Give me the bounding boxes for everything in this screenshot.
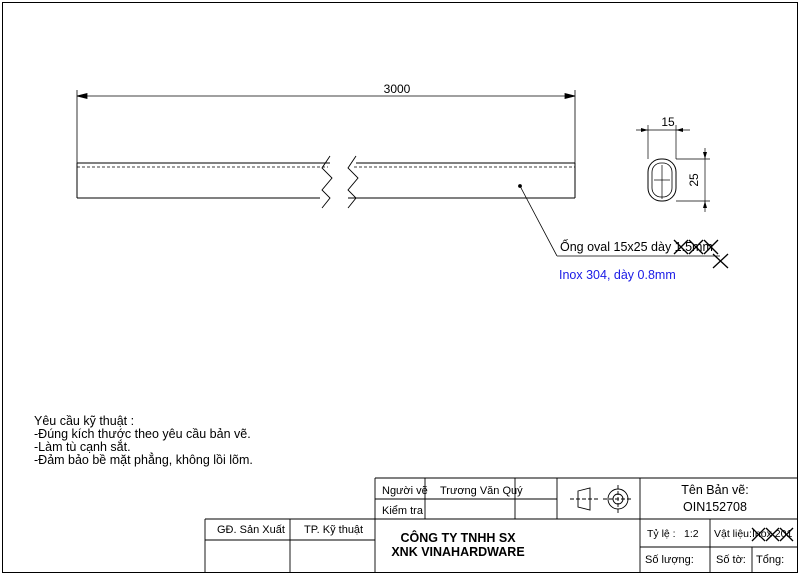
title-block-grid [204, 477, 797, 572]
company-name-line1: CÔNG TY TNHH SX [400, 530, 516, 545]
length-dimension [76, 90, 576, 163]
callout-text-spec: Ống oval 15x25 dày 1.5mm [560, 239, 713, 254]
length-dim-label: 3000 [384, 82, 411, 96]
gd-label: GĐ. Sản Xuất [217, 524, 285, 536]
drawn-by-name: Trương Văn Quý [440, 485, 523, 497]
oval-section-view [636, 125, 710, 212]
requirement-item: -Đúng kích thước theo yêu cầu bản vẽ. [34, 427, 251, 441]
material-strike-mark [751, 527, 794, 542]
sheet-label: Số tờ: [716, 554, 746, 566]
requirement-item: -Đảm bảo bề mặt phẳng, không lồi lõm. [34, 452, 253, 467]
tp-label: TP. Kỹ thuật [304, 524, 363, 536]
height-dim-label: 25 [687, 173, 701, 187]
company-name-line2: XNK VINAHARDWARE [391, 545, 524, 559]
callout-text-material: Inox 304, dày 0.8mm [559, 268, 676, 282]
drawn-by-label: Người vẽ [382, 485, 428, 497]
scale-label: Tỷ lệ : [647, 528, 676, 540]
requirement-item: -Làm tù cạnh sắt. [34, 439, 131, 454]
material-label: Vật liệu: [714, 528, 752, 540]
width-dim-label: 15 [661, 115, 675, 129]
callout-leader [518, 184, 720, 257]
total-label: Tổng: [756, 554, 784, 566]
scale-value: 1:2 [684, 528, 699, 540]
projection-symbol-icon [570, 485, 633, 513]
requirements-title: Yêu cầu kỹ thuật : [34, 414, 134, 428]
quantity-label: Số lượng: [645, 554, 694, 566]
strike-out-mark [673, 239, 729, 269]
tube-side-view [76, 155, 576, 209]
drawing-name-label: Tên Bản vẽ: [681, 483, 748, 497]
checked-label: Kiểm tra [382, 505, 424, 517]
drawing-code: OIN152708 [683, 500, 747, 514]
